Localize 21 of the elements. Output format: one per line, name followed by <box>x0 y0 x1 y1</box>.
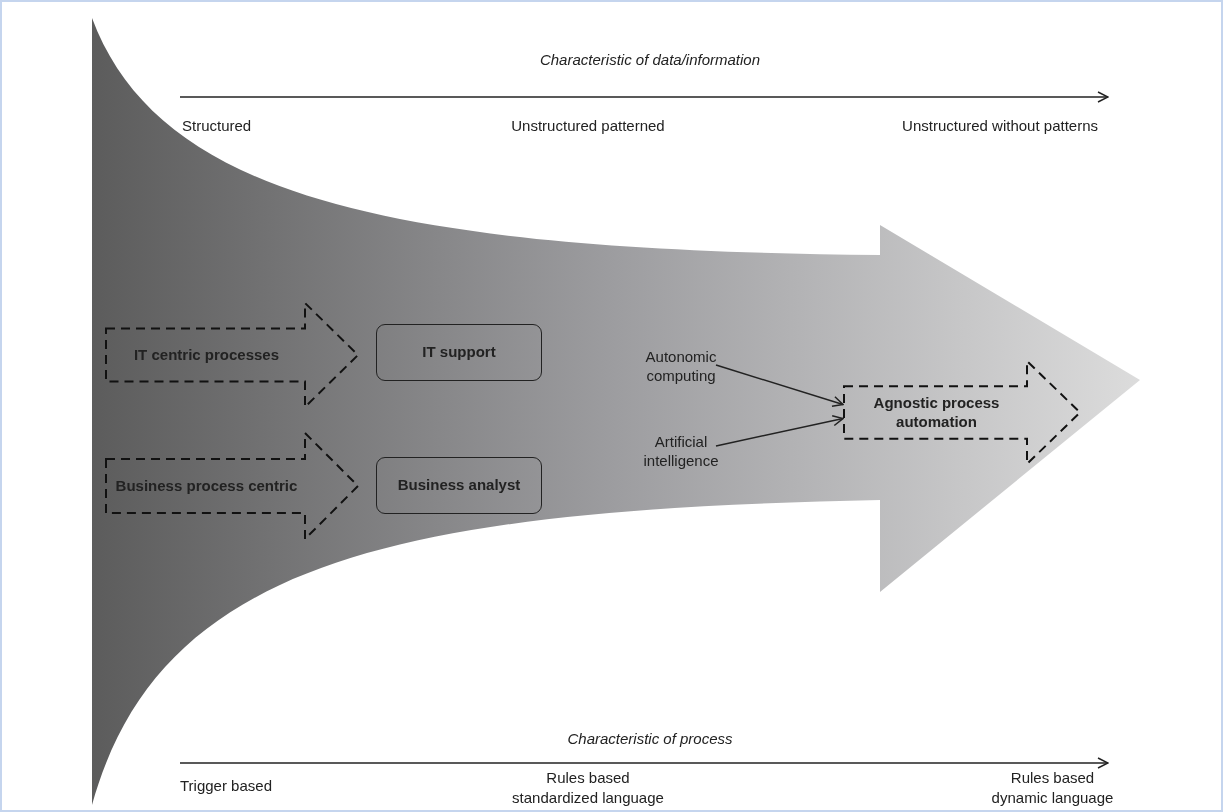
scale-label: Structured <box>182 116 252 136</box>
node-label: Agnostic process automation <box>872 393 1001 432</box>
scale-label: Rules based dynamic language <box>990 768 1115 807</box>
scale-label: Rules based standardized language <box>511 768 665 807</box>
rounded-box <box>376 457 542 514</box>
axis-title: Characteristic of process <box>566 729 734 749</box>
node-text: Artificial intelligence <box>642 433 720 471</box>
arrow <box>715 415 844 447</box>
node-label: Business process centric <box>114 476 299 496</box>
node-label: IT centric processes <box>132 345 281 365</box>
axis-title: Characteristic of data/information <box>538 50 762 70</box>
node-text: Autonomic computing <box>644 348 718 386</box>
arrow <box>715 364 844 408</box>
scale-label: Unstructured without patterns <box>901 116 1098 136</box>
rounded-box <box>376 324 542 381</box>
scale-label: Unstructured patterned <box>510 116 666 136</box>
node-label: IT support <box>422 343 496 362</box>
dashed-arrow-shape <box>105 432 360 540</box>
node-label: Business analyst <box>397 476 521 495</box>
scale-label: Trigger based <box>180 776 272 796</box>
dashed-arrow-shape <box>105 302 360 408</box>
